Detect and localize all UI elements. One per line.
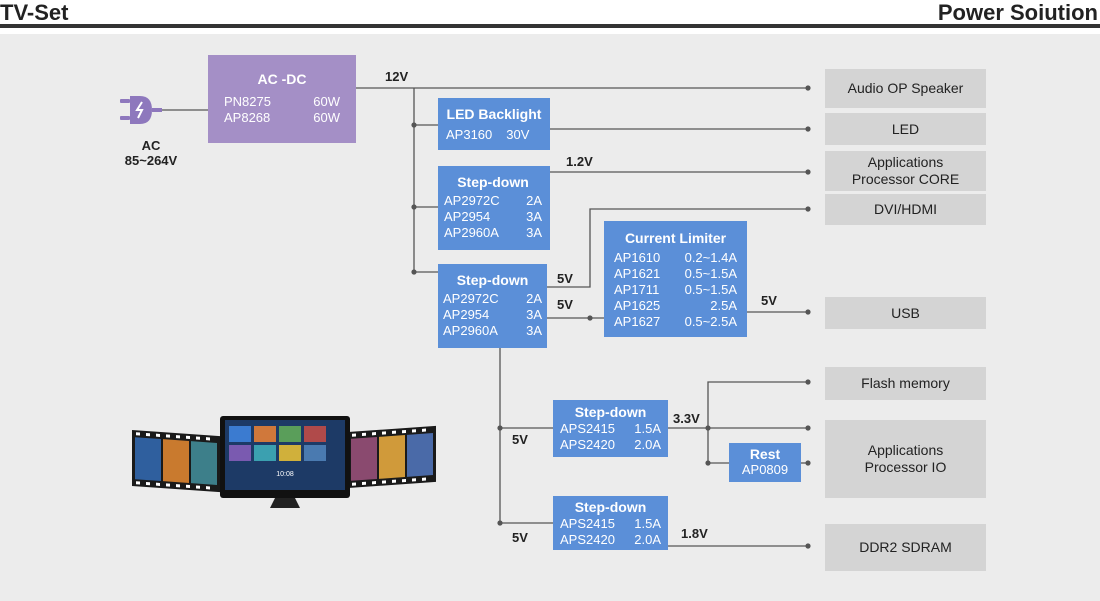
rating: 60W	[313, 110, 340, 125]
voltage-label: 5V	[557, 297, 573, 312]
acdc-title: AC -DC	[257, 71, 307, 87]
header-rule	[0, 24, 1100, 28]
rating: 0.5~1.5A	[684, 266, 737, 281]
stepdown3-box: Step-down APS2415 1.5A APS2420 2.0A	[553, 400, 668, 457]
rest-box: Rest AP0809	[729, 443, 801, 482]
voltage-label: 5V	[557, 271, 573, 286]
part-number: AP2954	[444, 209, 491, 224]
output-app-processor-io: Applications Processor IO	[825, 420, 986, 498]
header-left-title: TV-Set	[0, 0, 69, 25]
stepdown4-box: Step-down APS2415 1.5A APS2420 2.0A	[553, 496, 668, 550]
voltage-label: 5V	[761, 293, 777, 308]
output-dvi-hdmi: DVI/HDMI	[825, 194, 986, 225]
output-ddr2-sdram: DDR2 SDRAM	[825, 524, 986, 571]
film-strip-right-icon	[348, 425, 436, 488]
voltage-label: 12V	[385, 69, 409, 84]
rating: 2.0A	[634, 437, 661, 452]
tv-clock: 10:08	[276, 471, 294, 478]
rating: 2.5A	[710, 298, 737, 313]
stepdown2-title: Step-down	[456, 272, 529, 288]
plug-icon	[120, 96, 162, 124]
ac-label: AC	[141, 138, 161, 153]
tv-icon: 10:08	[220, 416, 350, 508]
part-number: APS2415	[560, 516, 615, 531]
rating: 3A	[526, 225, 542, 240]
output-usb: USB	[825, 297, 986, 329]
stepdown4-title: Step-down	[574, 499, 647, 515]
part-number: AP1627	[614, 314, 661, 329]
acdc-box: AC -DC PN8275 60W AP8268 60W	[208, 55, 356, 143]
voltage-label: 3.3V	[673, 411, 700, 426]
part-number: AP1610	[614, 250, 661, 265]
part-number: AP8268	[224, 110, 271, 125]
output-label: Applications Processor IO	[864, 442, 947, 475]
led-backlight-title: LED Backlight	[446, 106, 542, 122]
acdc-row: AP8268 60W	[224, 110, 340, 126]
tv-illustration: 10:08	[132, 416, 436, 508]
rating: 2A	[526, 193, 542, 208]
rating: 0.5~2.5A	[684, 314, 737, 329]
rating: 0.2~1.4A	[684, 250, 737, 265]
output-audio-speaker: Audio OP Speaker	[825, 69, 986, 108]
part-number: AP2972C	[444, 193, 500, 208]
rest-title: Rest	[749, 446, 781, 462]
rating: 60W	[313, 94, 340, 109]
part-number: AP1625	[614, 298, 661, 313]
rating: 1.5A	[634, 421, 661, 436]
rating: 30V	[506, 127, 530, 142]
part-number: AP1621	[614, 266, 661, 281]
stepdown1-box: Step-down AP2972C 2A AP2954 3A AP2960A 3A	[438, 166, 550, 250]
part-number: APS2420	[560, 532, 615, 547]
part-number: AP2972C	[443, 291, 499, 306]
led-backlight-box: LED Backlight AP3160 30V	[438, 98, 550, 150]
part-number: APS2420	[560, 437, 615, 452]
part-number: AP0809	[741, 462, 789, 477]
current-limiter-title: Current Limiter	[624, 230, 727, 246]
rating: 1.5A	[634, 516, 661, 531]
part-number: AP2960A	[443, 323, 498, 338]
output-flash-memory: Flash memory	[825, 367, 986, 400]
part-number: AP1711	[614, 282, 660, 297]
current-limiter-box: Current Limiter AP1610 0.2~1.4A AP1621 0.5…	[604, 221, 747, 337]
part-number: PN8275	[224, 94, 271, 109]
rating: 3A	[526, 209, 542, 224]
part-number: AP2954	[443, 307, 490, 322]
acdc-row: PN8275 60W	[224, 94, 340, 110]
stepdown2-box: Step-down AP2972C 2A AP2954 3A AP2960A 3A	[438, 264, 547, 348]
stepdown1-title: Step-down	[457, 174, 529, 190]
voltage-label: 1.2V	[566, 154, 593, 169]
rating: 0.5~1.5A	[684, 282, 737, 297]
output-app-processor-core: Applications Processor CORE	[825, 151, 986, 191]
stepdown3-title: Step-down	[574, 404, 647, 420]
part-number: AP2960A	[444, 225, 499, 240]
part-number: AP3160	[446, 127, 493, 142]
film-strip-left-icon	[132, 430, 220, 493]
part-number: APS2415	[560, 421, 615, 436]
rating: 2A	[526, 291, 542, 306]
output-label: Applications Processor CORE	[851, 154, 960, 187]
voltage-label: 5V	[512, 530, 528, 545]
rating: 3A	[526, 323, 542, 338]
rating: 2.0A	[634, 532, 661, 547]
ac-range: 85~264V	[124, 153, 178, 168]
output-led: LED	[825, 113, 986, 145]
voltage-label: 1.8V	[681, 526, 708, 541]
led-backlight-row: AP3160 30V	[446, 127, 542, 143]
rating: 3A	[526, 307, 542, 322]
header-right-title: Power Soiution	[937, 0, 1098, 25]
voltage-label: 5V	[512, 432, 528, 447]
